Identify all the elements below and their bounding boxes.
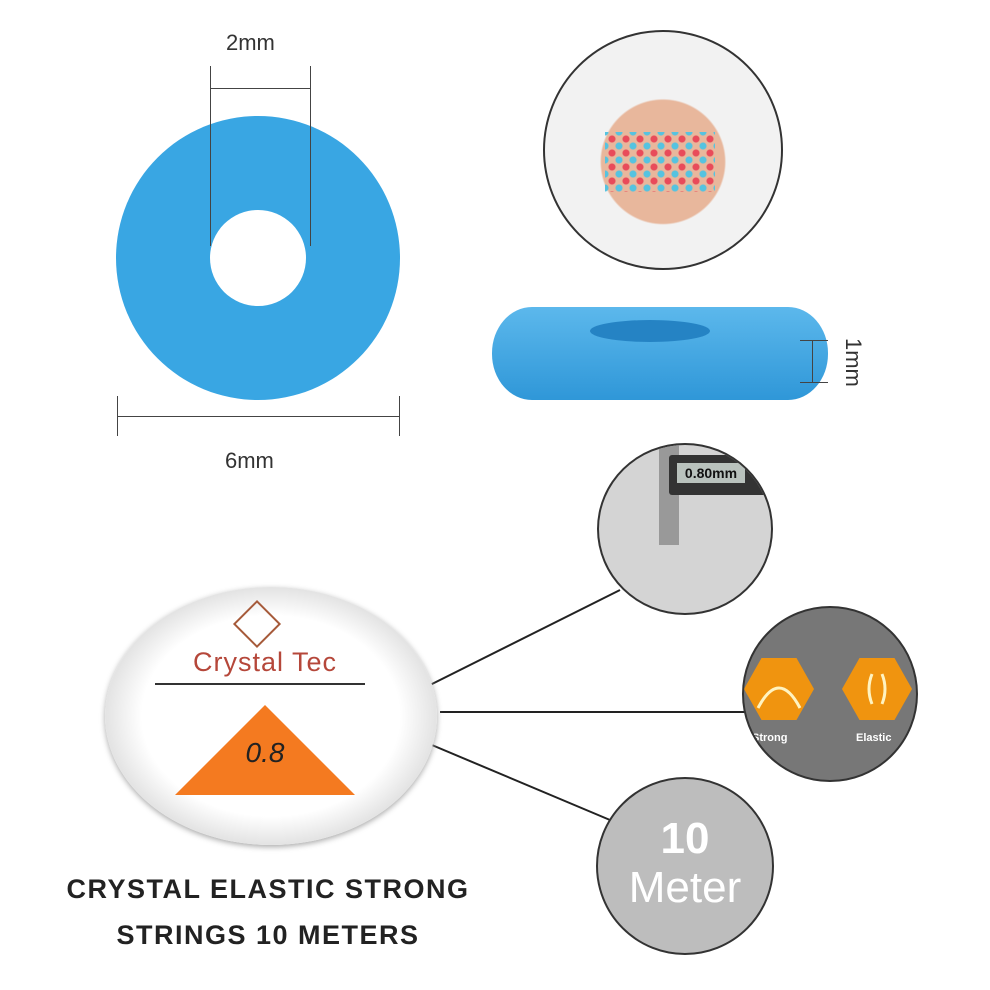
dim-line (210, 88, 310, 89)
length-number: 10 (660, 814, 710, 863)
bead-hole (210, 210, 306, 306)
length-badge: 10 Meter (596, 777, 774, 955)
dim-line (117, 396, 118, 436)
dim-line (812, 340, 813, 382)
dim-line (800, 340, 828, 341)
thread-spool: Crystal Tec 0.8 (105, 587, 437, 845)
strong-icon (744, 658, 814, 720)
spool-size: 0.8 (245, 737, 285, 768)
bead-side-hole (590, 320, 710, 342)
divider (155, 683, 365, 685)
caption-line-2: STRINGS 10 METERS (116, 920, 420, 950)
hand-beads-photo (543, 30, 783, 270)
elastic-label: Elastic (856, 732, 892, 744)
length-unit: Meter (628, 863, 742, 912)
hole-dimension-label: 2mm (226, 30, 275, 55)
caliper-reading: 0.80mm (677, 463, 745, 483)
dim-line (210, 66, 211, 246)
elastic-icon (842, 658, 912, 720)
diamond-logo-icon (232, 599, 282, 649)
caption-line-1: CRYSTAL ELASTIC STRONG (66, 874, 470, 904)
dim-line (800, 382, 828, 383)
dim-line (310, 66, 311, 246)
outer-dimension-label: 6mm (225, 448, 274, 473)
dim-line (117, 416, 399, 417)
features-badge: Strong Elastic (742, 606, 918, 782)
caliper-photo: 0.80mm (597, 443, 773, 615)
spool-brand: Crystal Tec (192, 647, 338, 677)
strong-label: Strong (752, 732, 788, 744)
dim-line (399, 396, 400, 436)
